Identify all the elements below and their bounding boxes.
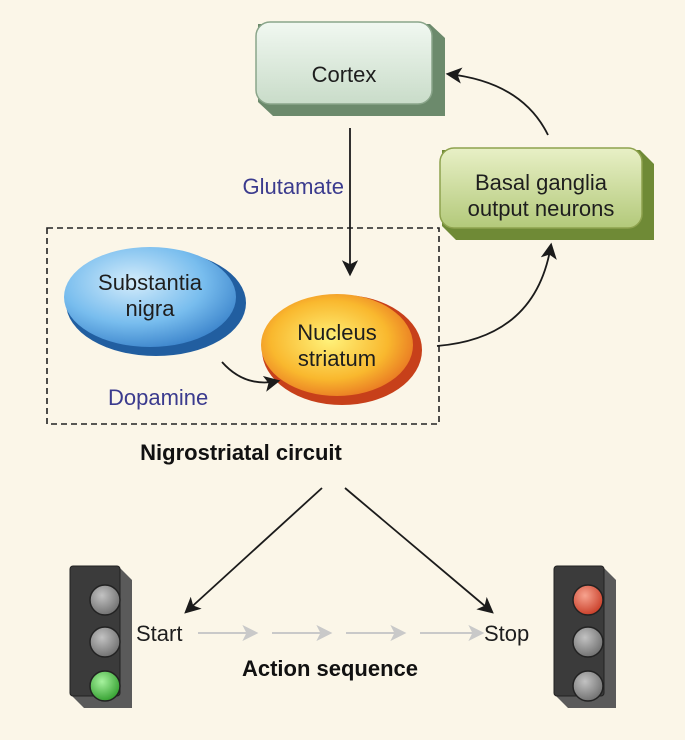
stop-traffic-light <box>553 565 616 708</box>
circuit-label: Nigrostriatal circuit <box>96 440 386 466</box>
basal-ganglia-label-line1: Basal ganglia <box>474 170 608 195</box>
substantia-nigra-label-line2: nigra <box>125 296 175 322</box>
basal-ganglia-label: Basal ganglia output neurons <box>440 170 642 223</box>
dopamine-label: Dopamine <box>108 385 234 411</box>
nucleus-striatum-label-line1: Nucleus <box>297 320 377 345</box>
action-sequence-label-text: Action sequence <box>241 656 419 681</box>
start-label: Start <box>136 621 198 647</box>
stop-label-text: Stop <box>484 621 530 646</box>
dopamine-label-text: Dopamine <box>108 385 209 410</box>
nucleus-striatum-ellipse <box>261 294 422 405</box>
circuit-to-start-arrow <box>184 487 323 614</box>
start-traffic-light <box>69 565 132 708</box>
nucleus-striatum-label-line2: striatum <box>297 346 377 372</box>
dopamine-arrow <box>221 361 281 392</box>
glutamate-label: Glutamate <box>214 174 345 200</box>
cortex-label-text: Cortex <box>311 62 377 87</box>
nucleus-striatum-label: Nucleus striatum <box>261 320 413 373</box>
cortex-box <box>255 21 445 116</box>
substantia-nigra-label-line1: Substantia <box>98 270 202 295</box>
cortex-label: Cortex <box>256 62 432 88</box>
circuit-to-stop-arrow <box>344 487 494 614</box>
substantia-nigra-ellipse <box>64 247 246 356</box>
basal-to-cortex-arrow <box>445 67 549 136</box>
stop-label: Stop <box>484 621 544 647</box>
nigrostriatal-frame <box>46 227 440 425</box>
glutamate-label-text: Glutamate <box>242 174 345 199</box>
basal-ganglia-box <box>439 147 654 240</box>
circuit-label-text: Nigrostriatal circuit <box>140 440 342 465</box>
start-label-text: Start <box>136 621 183 646</box>
substantia-nigra-label: Substantia nigra <box>64 270 236 323</box>
basal-ganglia-label-line2: output neurons <box>467 196 615 222</box>
action-sequence-label: Action sequence <box>210 656 450 682</box>
striatum-to-basal-arrow <box>436 242 557 347</box>
